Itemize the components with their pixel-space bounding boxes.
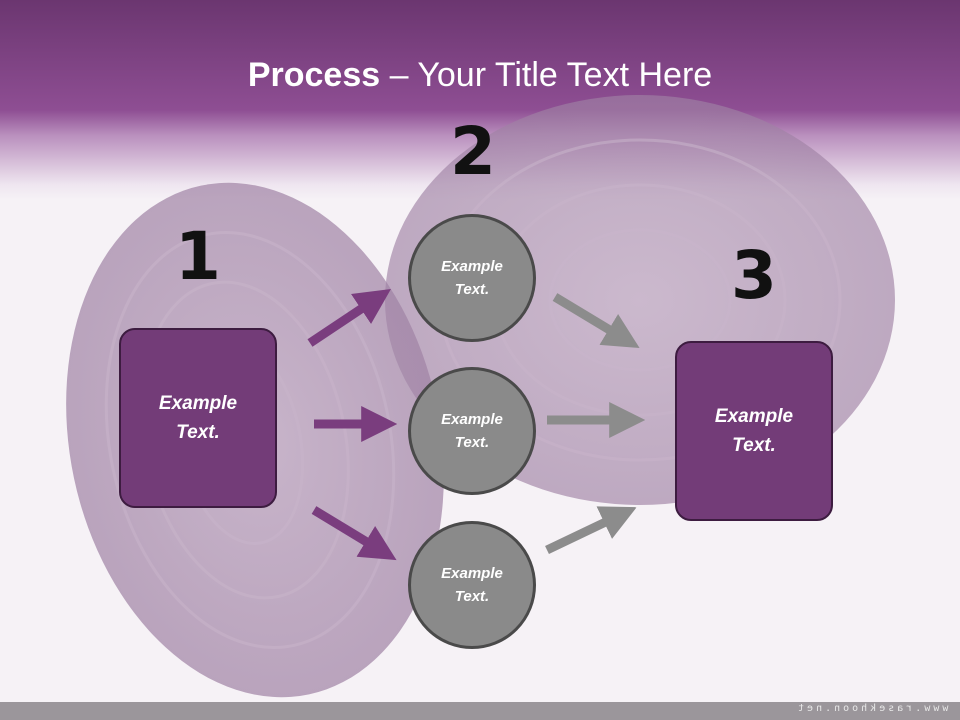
circle-2-text-line1: Example [441,411,503,428]
step-number-2: 2 [450,113,496,190]
step-1-box: Example Text. [119,328,277,508]
watermark-text: www.rasekhoon.net [794,703,948,714]
step-2-circle-top: Example Text. [408,214,536,342]
slide-title: Process – Your Title Text Here [0,55,960,95]
circle-1-text-line1: Example [441,258,503,275]
title-bold: Process [247,56,381,94]
circle-3-text-line1: Example [441,565,503,582]
step-3-box: Example Text. [675,341,833,521]
step-1-text-line2: Text. [176,422,220,443]
circle-3-text-line2: Text. [454,588,490,605]
step-3-text-line1: Example [714,406,794,427]
arrow-to-circle-1 [307,289,391,347]
footer-bar [0,702,960,720]
step-3-text-line2: Text. [732,435,776,456]
step-2-circle-bottom: Example Text. [408,521,536,649]
step-number-3: 3 [731,237,777,314]
arrow-to-circle-3 [311,506,397,561]
circle-1-text-line2: Text. [454,281,490,298]
arrow-from-circle-3 [545,506,637,555]
circle-2-text-line2: Text. [454,434,490,451]
step-number-1: 1 [175,218,221,295]
step-1-text-line1: Example [158,393,238,414]
arrow-from-circle-1 [552,293,640,349]
title-rest: – Your Title Text Here [380,56,713,94]
step-2-circle-middle: Example Text. [408,367,536,495]
